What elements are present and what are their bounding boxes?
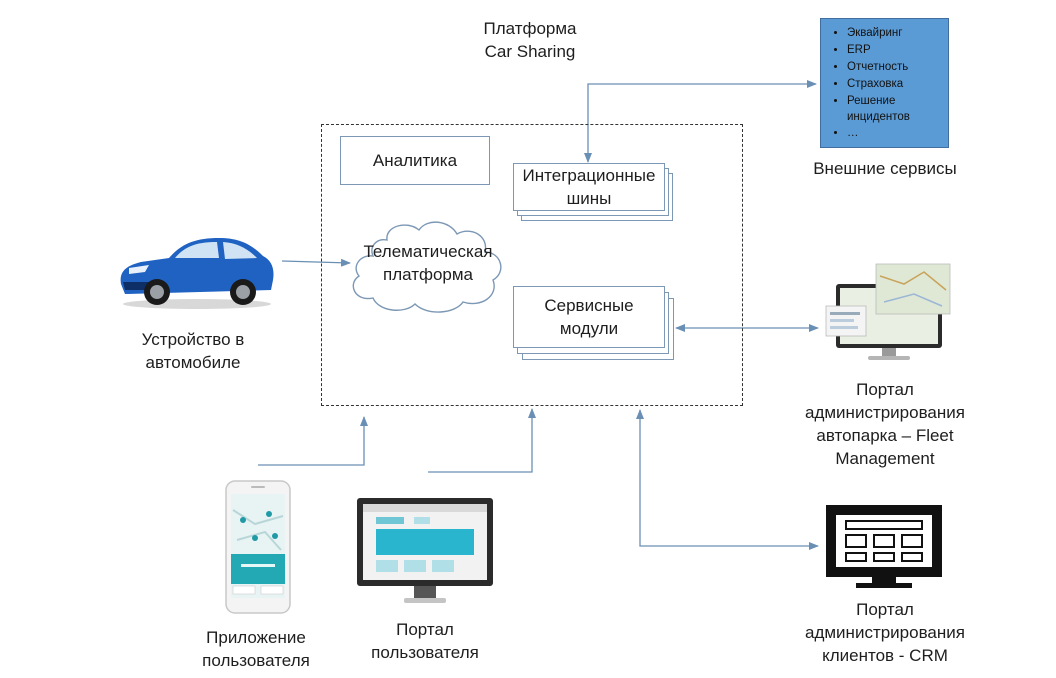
integration-bus-line-2: шины [566,189,612,208]
user-app-line-1: Приложение [206,628,306,647]
external-service-item: … [847,125,948,142]
title-line-1: Платформа [483,19,577,38]
external-service-item: Страховка [847,76,948,93]
external-services-label-text: Внешние сервисы [813,159,957,178]
telematics-label: Телематическая платформа [343,240,513,286]
arrow-app-platform [258,416,368,466]
crm-monitor-icon [826,505,942,588]
car-device-line-2: автомобиле [145,353,241,372]
arrow-portal-platform [428,408,536,473]
fleet-portal-line-2: администрирования [805,403,965,422]
analytics-box: Аналитика [340,136,490,185]
telematics-line-2: платформа [382,265,474,284]
telematics-line-1: Телематическая [363,242,493,261]
external-services-label: Внешние сервисы [800,157,970,180]
external-service-item: Отчетность [847,59,948,76]
crm-portal-line-1: Портал [856,600,914,619]
arrow-car-to-telematics [281,258,351,267]
user-portal-label: Портал пользователя [355,618,495,664]
service-modules-line-2: модули [559,319,619,338]
fleet-portal-label: Портал администрирования автопарка – Fle… [790,378,980,470]
fleet-portal-line-1: Портал [856,380,914,399]
service-modules-stack: Сервисные модули [513,286,678,364]
integration-bus-box: Интеграционные шины [513,163,665,211]
crm-portal-line-3: клиентов - CRM [822,646,948,665]
integration-bus-line-1: Интеграционные [522,166,656,185]
user-app-line-2: пользователя [202,651,310,670]
service-modules-box: Сервисные модули [513,286,665,348]
car-device-label: Устройство в автомобиле [118,328,268,374]
car-icon [120,238,274,309]
service-modules-line-1: Сервисные [544,296,634,315]
external-services-box: Эквайринг ERP Отчетность Страховка Решен… [820,18,949,148]
integration-bus-stack: Интеграционные шины [513,163,678,225]
user-portal-line-1: Портал [396,620,454,639]
cloud-icon [352,221,502,313]
fleet-portal-line-4: Management [835,449,935,468]
external-service-item: Решение инцидентов [847,93,929,125]
external-services-list: Эквайринг ERP Отчетность Страховка Решен… [821,19,948,142]
smartphone-icon [225,480,291,614]
external-service-item-text: Решение инцидентов [847,95,910,123]
car-device-line-1: Устройство в [141,330,245,349]
title-line-2: Car Sharing [484,42,576,61]
arrow-crm-platform [636,409,819,550]
crm-portal-line-2: администрирования [805,623,965,642]
monitor-icon [357,498,493,603]
external-service-item: ERP [847,42,948,59]
map-monitor-icon [825,263,951,360]
user-app-label: Приложение пользователя [186,626,326,672]
crm-portal-label: Портал администрирования клиентов - CRM [790,598,980,667]
fleet-portal-line-3: автопарка – Fleet [816,426,954,445]
arrow-bus-external [584,80,817,163]
diagram-title: Платформа Car Sharing [440,17,620,63]
analytics-label: Аналитика [372,151,458,170]
external-service-item: Эквайринг [847,25,948,42]
user-portal-line-2: пользователя [371,643,479,662]
platform-frame [321,124,743,406]
